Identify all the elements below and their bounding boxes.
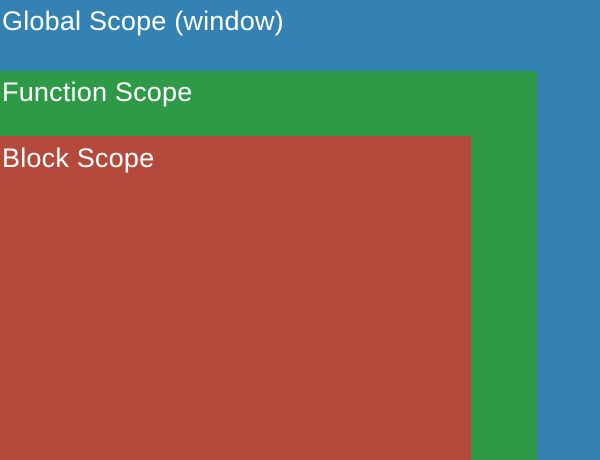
block-scope-label: Block Scope <box>2 143 155 173</box>
global-scope-label: Global Scope (window) <box>2 6 284 36</box>
block-scope-box: Block Scope <box>0 136 471 460</box>
function-scope-label: Function Scope <box>2 77 193 107</box>
